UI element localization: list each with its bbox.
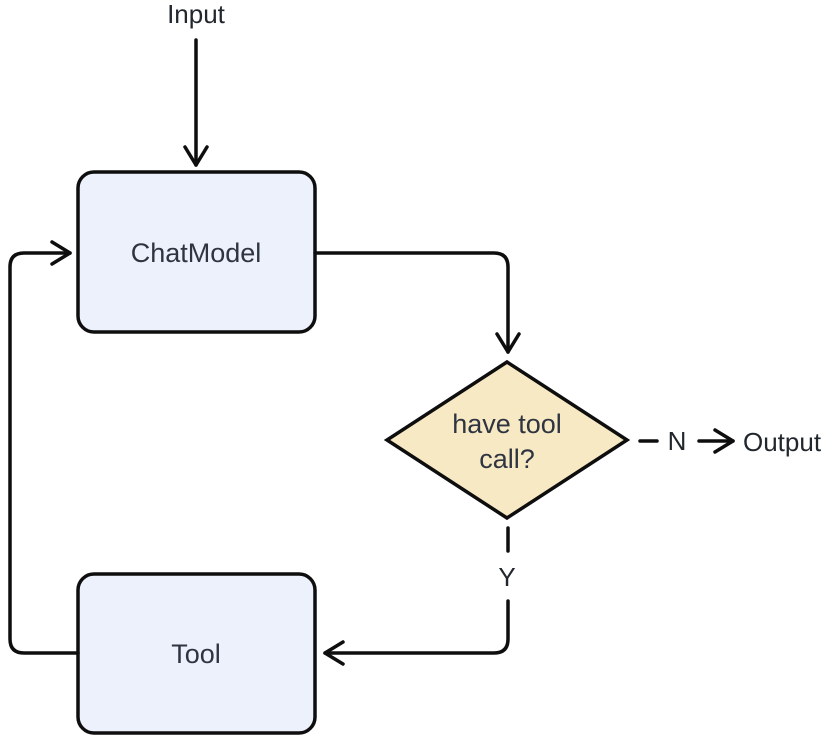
decision-label-line2: call? — [479, 444, 535, 474]
output-label: Output — [743, 427, 822, 457]
chatmodel-label: ChatModel — [131, 238, 262, 268]
decision-node — [383, 359, 631, 521]
chatmodel-to-decision-arrow — [313, 251, 521, 354]
yes-branch-label: Y — [498, 562, 515, 592]
yes-to-tool-arrow — [323, 599, 510, 666]
no-branch-label: N — [668, 426, 687, 456]
decision-label-line1: have tool — [452, 409, 562, 439]
tool-label: Tool — [171, 639, 221, 669]
input-label: Input — [167, 0, 226, 29]
tool-to-chatmodel-arrow — [8, 240, 80, 655]
